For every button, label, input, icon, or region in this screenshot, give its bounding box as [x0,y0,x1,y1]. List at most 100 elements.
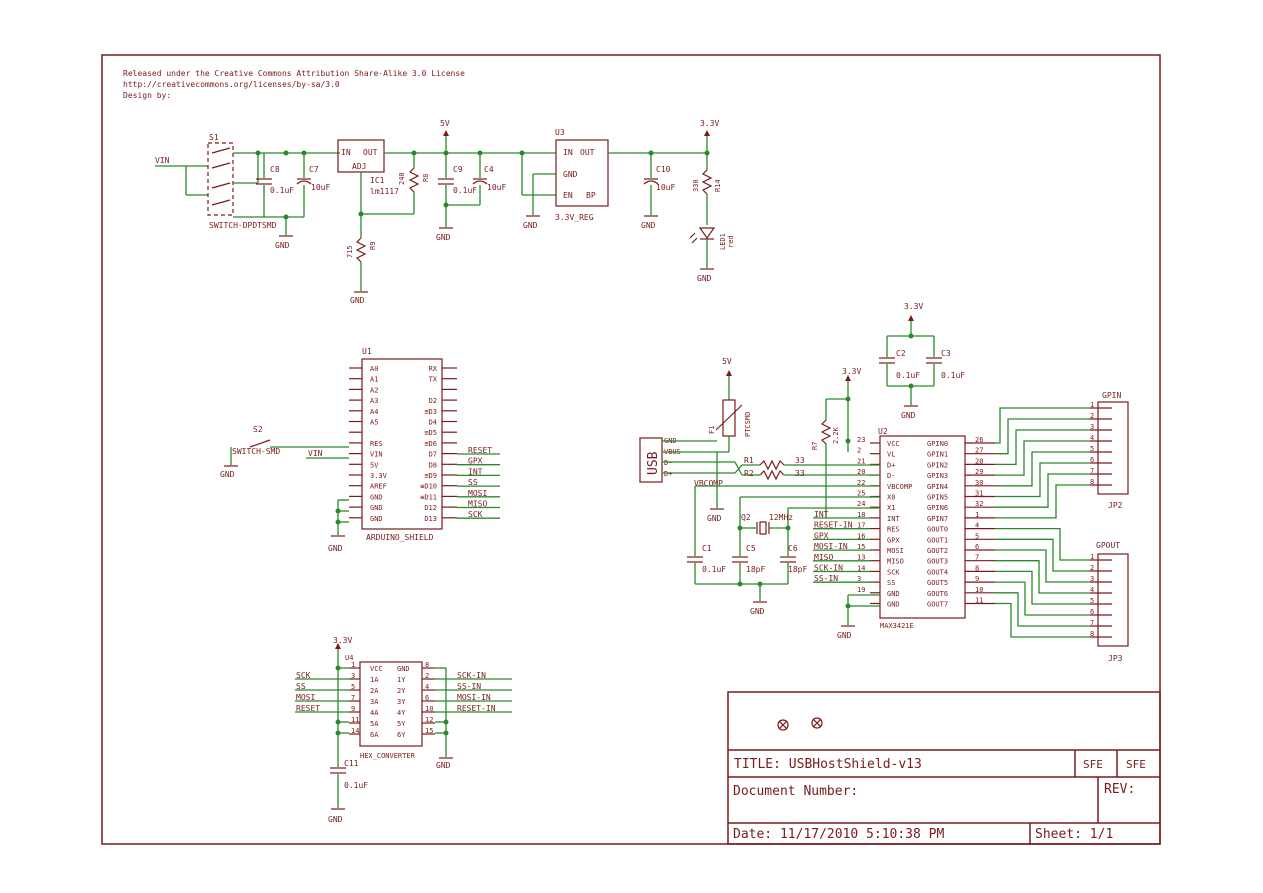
max-pin-number: 23 [857,436,865,444]
svg-text:R9: R9 [369,242,377,250]
arduino-net-label: SCK [468,510,483,519]
svg-text:U1: U1 [362,347,372,356]
svg-text:715: 715 [346,245,354,258]
gout-wire [995,602,1090,638]
hex-input-net: MOSI [296,693,315,702]
max-pin-label: VL [887,451,895,459]
usb-pin-label: D- [664,459,672,467]
max-pin-label: D- [887,472,895,480]
svg-text:OUT: OUT [580,148,595,157]
svg-text:Q2: Q2 [741,513,751,522]
jp3-pin-number: 8 [1090,630,1094,638]
switch-s1 [207,142,234,216]
jp2-pin-number: 7 [1090,467,1094,475]
svg-text:330: 330 [692,179,700,192]
max-pin-label: MOSI [887,547,904,555]
hex-pin-label: 6Y [397,731,406,739]
max-pin-number: 8 [975,564,979,572]
svg-text:5V: 5V [722,357,732,366]
max-pin-number: 9 [975,575,979,583]
max-pin-number: 30 [975,479,983,487]
svg-text:JP2: JP2 [1108,501,1123,510]
svg-text:IC1: IC1 [370,176,385,185]
max-pin-label: MISO [887,558,904,566]
arduino-net-label: RESET [468,446,492,455]
jp2-header [1097,401,1129,495]
svg-text:OUT: OUT [363,148,378,157]
max-pin-number: 29 [975,468,983,476]
gout-wire [995,581,1090,616]
max-pin-label: GPIN3 [927,472,948,480]
arduino-pin-label: A0 [370,365,378,373]
arduino-pin-label: A5 [370,419,378,427]
arduino-pin-label: ≡D6 [424,440,437,448]
gout-wire [995,549,1090,583]
max-pin-number: 21 [857,457,865,465]
max-pin-label: SS [887,579,895,587]
arduino-pin-label: A4 [370,408,378,416]
svg-text:5V: 5V [440,119,450,128]
arduino-pin-label: D7 [429,451,437,459]
hex-pin-label: 1A [370,676,379,684]
arduino-net-label: INT [468,467,483,476]
gpin-wire [995,418,1090,455]
arduino-pin-label: AREF [370,483,387,491]
max-pin-number: 1 [975,511,979,519]
hex-converter-section: 3.3V U4 HEX_CONVERTER VCC11A32A53A74A95A… [295,636,512,824]
svg-text:C10: C10 [656,165,671,174]
gpin-wire [995,451,1090,487]
jp3-pin-number: 3 [1090,575,1094,583]
gout-wire [995,592,1090,627]
hex-pin-label: VCC [370,665,383,673]
svg-text:GND: GND [697,274,712,283]
license-note: Released under the Creative Commons Attr… [123,69,465,100]
max-net-label: MOSI-IN [814,542,848,551]
arduino-pin-label: GND [370,515,383,523]
hex-pin-number: 11 [351,716,359,724]
gpin-wire [995,407,1090,444]
arduino-net-label: GPX [468,457,483,466]
hex-pin-label: 4Y [397,709,406,717]
hex-pin-label: 1Y [397,676,406,684]
gpin-wire [995,473,1090,508]
svg-text:33: 33 [795,456,805,465]
svg-text:3.3V_REG: 3.3V_REG [555,213,594,222]
svg-text:GND: GND [901,411,916,420]
max-pin-number: 17 [857,522,865,530]
svg-text:VBCOMP: VBCOMP [694,479,723,488]
arduino-pin-label: 5V [370,461,379,469]
arduino-pin-label: ≡D3 [424,408,437,416]
title-block: TITLE: USBHostShield-v13 SFE SFE Documen… [727,691,1161,845]
hex-pin-label: 6A [370,731,379,739]
svg-text:R7: R7 [811,442,819,450]
hex-pin-label: 5Y [397,720,406,728]
svg-text:GND: GND [563,170,578,179]
max-pin-label: GPIN4 [927,483,948,491]
svg-text:IN: IN [563,148,573,157]
svg-text:GND: GND [328,815,343,824]
svg-text:HEX_CONVERTER: HEX_CONVERTER [360,752,416,760]
max-pin-label: GOUT0 [927,526,948,534]
max-pin-number: 6 [975,543,979,551]
max-pin-number: 2 [857,447,861,455]
svg-text:USB: USB [646,451,661,475]
svg-text:C4: C4 [484,165,494,174]
max-pin-number: 13 [857,554,865,562]
arduino-pin-label: 3.3V [370,472,388,480]
max-pin-label: GPX [887,536,900,544]
drawing-frame [101,54,1161,845]
gout-wire [995,527,1090,561]
svg-text:GPOUT: GPOUT [1096,541,1120,550]
gout-wire [995,570,1090,605]
sheet-number: Sheet: 1/1 [1035,827,1113,842]
arduino-pin-label: A3 [370,397,378,405]
hex-output-net: SS-IN [457,682,481,691]
svg-text:10uF: 10uF [311,183,330,192]
svg-text:LED1: LED1 [719,233,727,250]
jp3-header [1097,553,1129,647]
max-pin-label: INT [887,515,900,523]
svg-text:3.3V: 3.3V [842,367,861,376]
arduino-shield-section: U1 A0A1A2A3A4A5RESVIN5V3.3VAREFGNDGNDGND… [220,347,500,553]
max-pin-number: 22 [857,479,865,487]
svg-text:MAX3421E: MAX3421E [880,622,914,630]
